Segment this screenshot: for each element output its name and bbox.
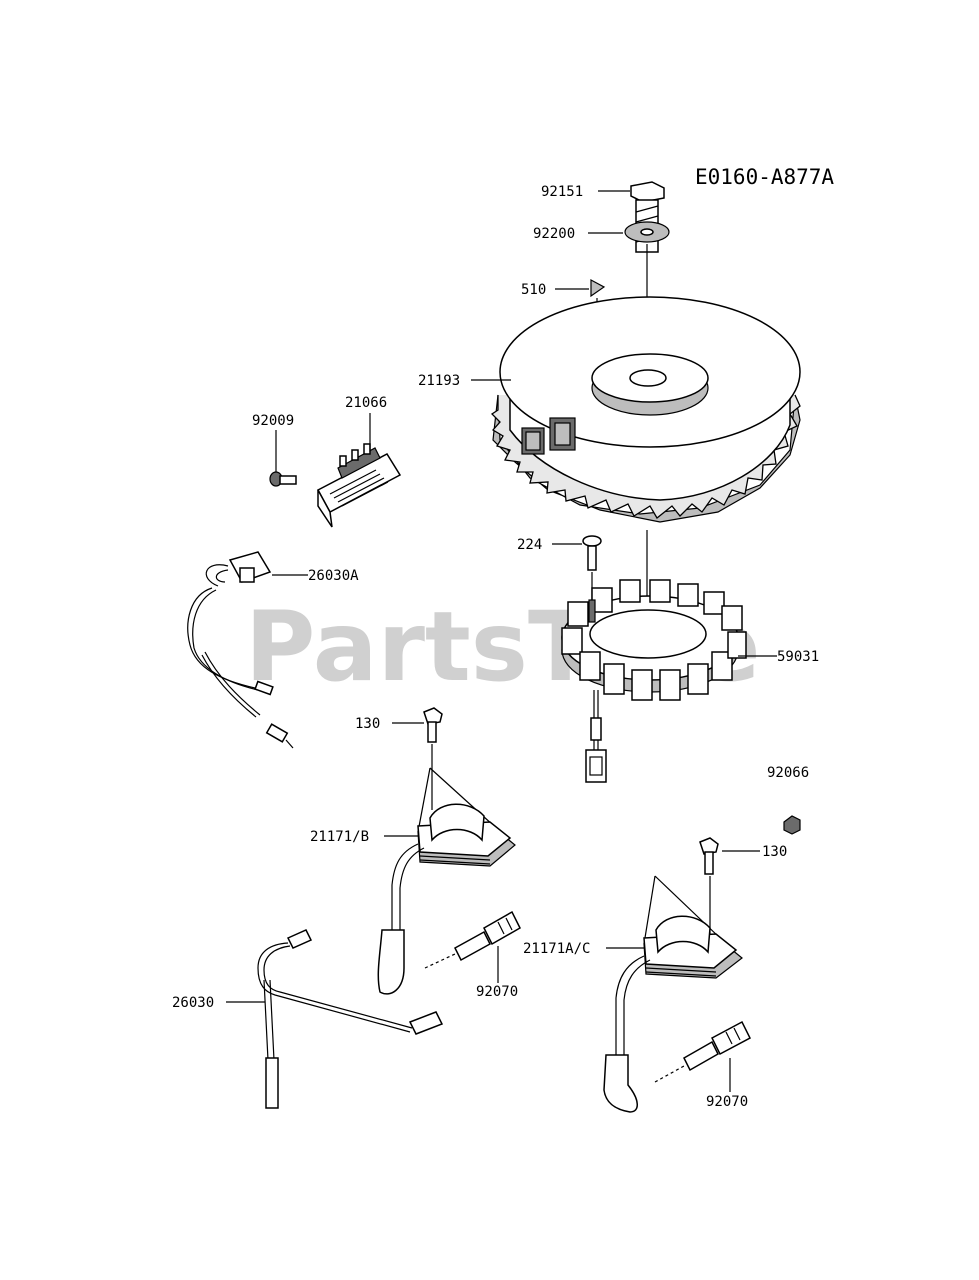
part-label-130-lower[interactable]: 130 — [762, 844, 787, 860]
ignition-coil-21171B[interactable] — [377, 767, 516, 995]
part-label-26030A[interactable]: 26030A — [308, 568, 359, 584]
part-label-510[interactable]: 510 — [521, 282, 546, 298]
screw-92009[interactable] — [269, 471, 297, 487]
regulator-21066[interactable] — [316, 443, 402, 528]
part-label-92070-lower[interactable]: 92070 — [706, 1094, 748, 1110]
spark-plug-92070-lower[interactable] — [654, 1020, 751, 1083]
nut-92066[interactable] — [783, 815, 801, 835]
part-label-21066[interactable]: 21066 — [345, 395, 387, 411]
part-label-130-upper[interactable]: 130 — [355, 716, 380, 732]
part-label-92200[interactable]: 92200 — [533, 226, 575, 242]
part-label-92066[interactable]: 92066 — [767, 765, 809, 781]
part-label-92070-upper[interactable]: 92070 — [476, 984, 518, 1000]
bolt-130-upper[interactable] — [423, 707, 443, 743]
part-label-21171B[interactable]: 21171/B — [310, 829, 369, 845]
ignition-coil-21171AC[interactable] — [603, 875, 743, 1113]
part-label-92009[interactable]: 92009 — [252, 413, 294, 429]
key-510[interactable] — [590, 278, 606, 298]
diagram-code: E0160-A877A — [695, 165, 834, 189]
part-label-26030[interactable]: 26030 — [172, 995, 214, 1011]
flywheel-21193[interactable] — [490, 296, 801, 523]
part-label-59031[interactable]: 59031 — [777, 649, 819, 665]
stator-59031[interactable] — [561, 579, 747, 701]
spark-plug-92070-upper[interactable] — [424, 910, 521, 969]
part-label-92151[interactable]: 92151 — [541, 184, 583, 200]
bolt-130-lower[interactable] — [699, 837, 719, 875]
part-label-224[interactable]: 224 — [517, 537, 542, 553]
stator-connector — [585, 690, 607, 783]
washer-92200[interactable] — [624, 221, 670, 243]
harness-26030A[interactable] — [187, 551, 294, 749]
screw-224[interactable] — [582, 535, 602, 571]
part-label-21171AC[interactable]: 21171A/C — [523, 941, 590, 957]
lead-wire-26030[interactable] — [257, 929, 444, 1109]
part-label-21193[interactable]: 21193 — [418, 373, 460, 389]
